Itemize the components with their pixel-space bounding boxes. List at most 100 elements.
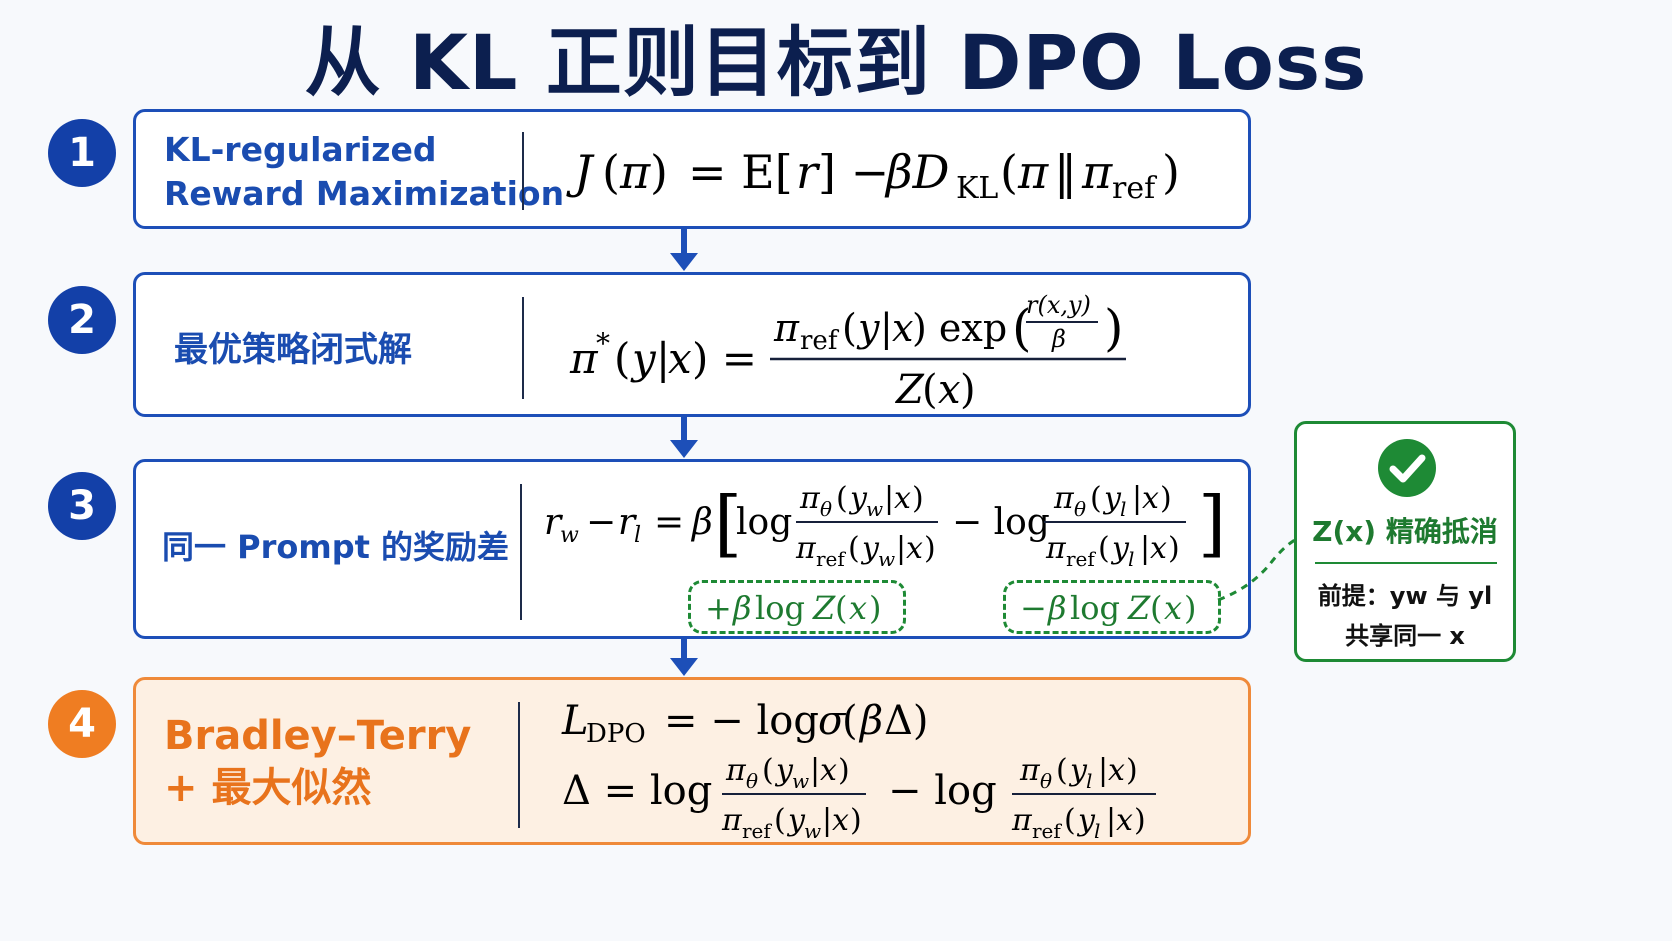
svg-text:− log: − log [888, 768, 997, 814]
svg-text:y: y [856, 306, 880, 350]
svg-text:π: π [1019, 753, 1041, 788]
svg-text:β: β [690, 502, 713, 543]
svg-text:(: ( [842, 306, 857, 350]
svg-text:(: ( [762, 753, 774, 788]
svg-text:= E[: = E[ [688, 145, 793, 199]
svg-text:y: y [786, 803, 806, 838]
svg-text:w: w [792, 769, 809, 793]
svg-text:] −: ] − [818, 145, 889, 199]
svg-text:x: x [938, 367, 961, 413]
svg-text:π: π [725, 753, 747, 788]
svg-text:y: y [860, 531, 880, 566]
svg-text:l: l [1120, 497, 1126, 521]
svg-text:β: β [1051, 325, 1066, 353]
svg-text:): ) [1160, 481, 1172, 516]
svg-text:|: | [1098, 753, 1108, 788]
svg-text:w: w [878, 547, 895, 571]
svg-text:L: L [561, 698, 589, 744]
svg-text:log: log [1070, 589, 1120, 627]
svg-text:DPO: DPO [586, 719, 646, 749]
svg-text:β: β [732, 589, 752, 627]
svg-text:β: β [1047, 589, 1067, 627]
svg-text:(: ( [1098, 531, 1110, 566]
svg-text:σ: σ [818, 698, 847, 744]
svg-text:y: y [1102, 481, 1122, 516]
svg-text:w: w [804, 819, 821, 843]
divider [520, 484, 522, 620]
svg-text:Z: Z [812, 589, 836, 627]
step-1-box: KL-regularized Reward Maximization J ( π… [133, 109, 1251, 229]
svg-text:): ) [869, 589, 881, 627]
side-note-title: Z(x) 精确抵消 [1312, 515, 1498, 548]
z-cancel-note: Z(x) 精确抵消 前提：yw 与 yl 共享同一 x [1294, 421, 1516, 662]
svg-text:|: | [1106, 803, 1116, 838]
dashed-connector [1217, 534, 1303, 602]
svg-text:π: π [799, 481, 821, 516]
svg-text:(: ( [602, 145, 620, 199]
svg-text:π: π [795, 531, 817, 566]
step-4-box: Bradley–Terry + 最大似然 L DPO = − log σ ( β… [133, 677, 1251, 845]
svg-text:+: + [705, 589, 732, 627]
svg-text:w: w [866, 497, 883, 521]
svg-text:r(x,y): r(x,y) [1026, 291, 1091, 319]
svg-text:Δ = log: Δ = log [562, 768, 712, 814]
svg-text:l: l [1086, 769, 1092, 793]
svg-text:y: y [1110, 531, 1130, 566]
svg-text:r: r [618, 502, 637, 543]
svg-text:(: ( [848, 531, 860, 566]
svg-text:x: x [849, 589, 867, 627]
page-title: 从 KL 正则目标到 DPO Loss [304, 18, 1368, 107]
divider [522, 297, 524, 399]
svg-text:log: log [736, 502, 792, 543]
svg-text:): ) [1184, 589, 1196, 627]
flow-arrow-1 [681, 229, 687, 255]
svg-text:(: ( [842, 698, 858, 744]
arrow-down-icon [670, 658, 698, 676]
svg-text:θ: θ [820, 497, 832, 521]
step-3-badge: 3 [48, 472, 116, 540]
flow-arrow-3 [681, 639, 687, 659]
svg-text:ref: ref [1032, 819, 1062, 843]
svg-text:w: w [560, 523, 579, 548]
svg-text:x: x [832, 803, 849, 838]
plus-logz-term: + β log Z ( x ) [688, 580, 906, 634]
side-note-line2: 共享同一 x [1345, 622, 1465, 650]
svg-text:|: | [1140, 531, 1150, 566]
svg-text:|: | [1132, 481, 1142, 516]
svg-text:|: | [896, 531, 906, 566]
svg-text:y: y [774, 753, 794, 788]
svg-text:ref: ref [742, 819, 772, 843]
svg-text:x: x [1142, 481, 1159, 516]
svg-text:π: π [1053, 481, 1075, 516]
svg-text:KL: KL [956, 171, 998, 206]
dpo-loss-formula: L DPO = − log σ ( β Δ) Δ = log π θ ( y w… [561, 698, 1156, 843]
svg-text:(: ( [1000, 145, 1018, 199]
svg-text:y: y [630, 334, 657, 383]
svg-text:x: x [1116, 803, 1133, 838]
svg-text:= − log: = − log [664, 698, 819, 744]
svg-text:): ) [1104, 299, 1124, 357]
step-2-box: 最优策略闭式解 π * ( y | x ) = π ref ( y | x ) … [133, 272, 1251, 417]
side-note-line1: 前提：yw 与 yl [1317, 582, 1493, 610]
svg-text:x: x [668, 334, 692, 383]
kl-objective-formula: J ( π ) = E[ r ] − βD KL ( π ‖ π ref ) [566, 145, 1180, 206]
step-1-label-line1: KL-regularized [164, 130, 437, 169]
divider [522, 132, 524, 210]
svg-text:=: = [654, 502, 684, 543]
svg-text:ref: ref [1066, 547, 1096, 571]
svg-text:y: y [1068, 753, 1088, 788]
svg-text:π: π [1017, 145, 1049, 199]
svg-text:‖: ‖ [1054, 145, 1077, 199]
svg-text:): ) [960, 367, 976, 413]
reward-difference-formula: r w − r l = β [ log π θ ( y w | x ) π re… [544, 481, 1226, 571]
svg-text:− log: − log [952, 502, 1050, 543]
svg-text:l: l [1128, 547, 1134, 571]
minus-beta-log-z-formula: − β log Z ( x ) [1020, 589, 1196, 627]
svg-text:π: π [619, 145, 651, 199]
svg-text:π: π [721, 803, 743, 838]
svg-text:ref: ref [1112, 171, 1157, 206]
svg-text:l: l [634, 523, 641, 548]
svg-text:π: π [569, 334, 599, 383]
svg-text:x: x [1150, 531, 1167, 566]
svg-text:l: l [1094, 819, 1100, 843]
